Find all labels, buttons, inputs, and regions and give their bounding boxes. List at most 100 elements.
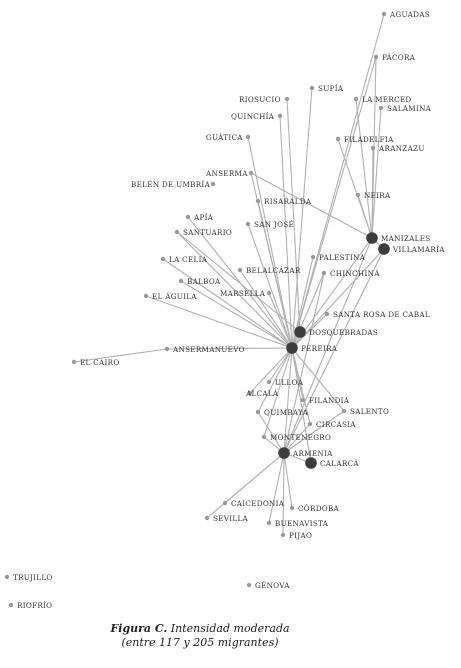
node-label-supia: SUPÍA: [318, 84, 344, 93]
node-label-manizales: MANIZALES: [381, 234, 431, 243]
edge-circasia-armenia: [283, 423, 311, 454]
node-villamaria: [378, 243, 390, 255]
edge-pijao-armenia: [282, 452, 285, 536]
node-label-risaralda: RISARALDA: [264, 197, 312, 206]
node-label-ansermanuevo: ANSERMANUEVO: [172, 345, 245, 354]
node-chinchina: [321, 270, 327, 276]
edge-calarca-pereira: [291, 347, 312, 464]
node-el_cairo: [71, 359, 77, 365]
edge-belalcazar-pereira: [239, 269, 293, 349]
node-cordoba: [289, 505, 295, 511]
node-label-belen_umbria: BELÉN DE UMBRÍA: [131, 180, 211, 189]
node-label-chinchina: CHINCHINÁ: [330, 269, 380, 278]
node-label-belalcazar: BELALCÁZAR: [246, 266, 301, 275]
figure-label: Figura C.: [110, 622, 168, 635]
node-label-marsella: MARSELLA: [220, 289, 266, 298]
edge-villamaria-armenia: [283, 248, 385, 454]
node-risaralda: [255, 198, 261, 204]
node-label-salento: SALENTO: [350, 407, 389, 416]
node-belen_umbria: [210, 181, 216, 187]
edge-ulloa-pereira: [268, 347, 293, 383]
edge-quinchia-pereira: [279, 115, 293, 349]
node-supia: [309, 85, 315, 91]
node-label-pijao: PIJAO: [289, 531, 312, 540]
node-salento: [341, 408, 347, 414]
node-riosucio: [284, 96, 290, 102]
edge-pacora-pereira: [291, 56, 377, 349]
node-label-pereira: PEREIRA: [301, 344, 338, 353]
edge-quimbaya-armenia: [257, 411, 285, 454]
node-ansermanuevo: [164, 346, 170, 352]
caption-subtitle: (entre 117 y 205 migrantes): [121, 636, 279, 649]
edge-aguadas-pereira: [291, 13, 385, 349]
node-guatica: [245, 134, 251, 140]
node-label-caicedonia: CAICEDONIA: [231, 499, 285, 508]
node-anserma: [248, 170, 254, 176]
node-label-san_jose: SAN JOSÉ: [254, 220, 294, 229]
node-label-apia: APÍA: [193, 213, 214, 222]
node-label-aranzazu: ARANZAZU: [378, 144, 425, 153]
node-buenavista: [266, 520, 272, 526]
edge-layer: [73, 13, 385, 536]
edge-risaralda-pereira: [257, 200, 293, 349]
caption-title: Intensidad moderada: [170, 622, 290, 635]
node-label-palestina: PALESTINA: [319, 253, 366, 262]
edge-marsella-pereira: [268, 292, 293, 349]
node-label-guatica: GUÁTICA: [206, 133, 243, 142]
node-caicedonia: [222, 500, 228, 506]
node-montenegro: [261, 434, 267, 440]
node-label-trujillo: TRUJILLO: [13, 573, 53, 582]
node-dosquebradas: [294, 326, 306, 338]
node-label-neira: NEIRA: [364, 191, 391, 200]
edge-anserma-manizales: [250, 172, 373, 239]
edge-riosucio-dosquebradas: [286, 98, 301, 333]
node-san_jose: [245, 221, 251, 227]
node-pereira: [286, 342, 298, 354]
node-label-santa_rosa: SANTA ROSA DE CABAL: [333, 310, 430, 319]
node-label-salamina: SALAMINA: [387, 104, 432, 113]
edge-manizales-pereira: [291, 237, 373, 349]
node-neira: [355, 192, 361, 198]
node-label-cordoba: CÓRDOBA: [298, 504, 340, 513]
edge-el_aguila-pereira: [145, 295, 293, 349]
edge-san_jose-pereira: [247, 223, 293, 349]
node-circasia: [307, 421, 313, 427]
edge-salento-armenia: [283, 410, 345, 454]
node-calarca: [305, 457, 317, 469]
node-quinchia: [277, 113, 283, 119]
node-armenia: [278, 447, 290, 459]
edge-la_merced-manizales: [355, 98, 373, 239]
edge-quimbaya-pereira: [257, 347, 293, 413]
node-santuario: [174, 229, 180, 235]
node-marsella: [266, 290, 272, 296]
node-label-filadelfia: FILADELFIA: [344, 135, 394, 144]
edge-el_cairo-ansermanuevo: [73, 348, 168, 363]
edge-salamina-manizales: [371, 107, 382, 239]
edge-circasia-pereira: [291, 347, 311, 425]
node-trujillo: [4, 574, 10, 580]
node-riofrio: [8, 602, 14, 608]
edge-balboa-pereira: [180, 280, 293, 349]
node-aranzazu: [370, 145, 376, 151]
node-label-montenegro: MONTENEGRO: [270, 433, 331, 442]
node-genova: [246, 582, 252, 588]
node-label-quimbaya: QUIMBAYA: [264, 408, 309, 417]
node-label-santuario: SANTUARIO: [183, 228, 232, 237]
node-filadelfia: [335, 136, 341, 142]
node-label-quinchia: QUINCHÍA: [231, 112, 275, 121]
edge-cordoba-armenia: [283, 452, 293, 509]
edge-salento-pereira: [291, 347, 345, 412]
node-label-el_cairo: EL CAIRO: [80, 358, 120, 367]
node-aguadas: [381, 11, 387, 17]
node-label-la_celia: LA CELIA: [169, 255, 208, 264]
edge-supia-pereira: [291, 87, 313, 349]
edge-santa_rosa-pereira: [291, 313, 328, 349]
node-label-riosucio: RIOSUCIO: [239, 95, 281, 104]
node-label-dosquebradas: DOSQUEBRADAS: [309, 328, 378, 337]
edge-neira-manizales: [357, 194, 373, 239]
node-label-anserma: ANSERMA: [205, 169, 248, 178]
node-quimbaya: [255, 409, 261, 415]
node-el_aguila: [143, 293, 149, 299]
